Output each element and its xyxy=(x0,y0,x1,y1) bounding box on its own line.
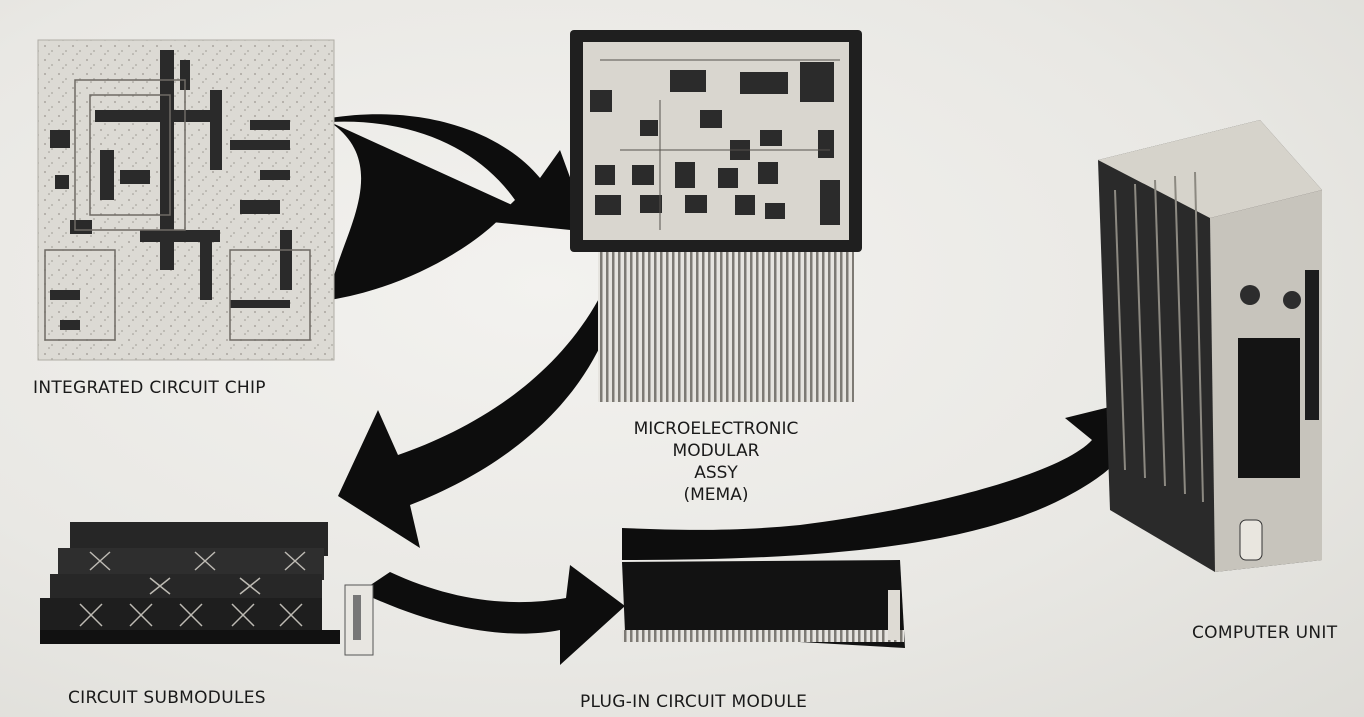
mema-image xyxy=(570,30,862,402)
plug-in-circuit-module-label: PLUG-IN CIRCUIT MODULE xyxy=(580,692,807,712)
integrated-circuit-chip-label: INTEGRATED CIRCUIT CHIP xyxy=(33,378,266,398)
integrated-circuit-chip-image xyxy=(38,40,334,360)
mema-label-line-1: MICROELECTRONIC xyxy=(596,418,836,440)
arrow-chip-to-mema xyxy=(330,114,590,300)
computer-unit-label: COMPUTER UNIT xyxy=(1192,623,1337,643)
circuit-submodules-label: CIRCUIT SUBMODULES xyxy=(68,688,266,708)
arrow-mema-to-submodules xyxy=(338,285,612,548)
mema-label-line-4: (MEMA) xyxy=(596,484,836,506)
plug-in-circuit-module-image xyxy=(622,560,905,648)
circuit-submodules-image xyxy=(40,522,373,655)
mema-label-line-3: ASSY xyxy=(596,462,836,484)
computer-unit-image xyxy=(1098,120,1322,572)
mema-label: MICROELECTRONIC MODULAR ASSY (MEMA) xyxy=(596,418,836,506)
arrow-submodules-to-plugin xyxy=(360,565,625,665)
mema-label-line-2: MODULAR xyxy=(596,440,836,462)
